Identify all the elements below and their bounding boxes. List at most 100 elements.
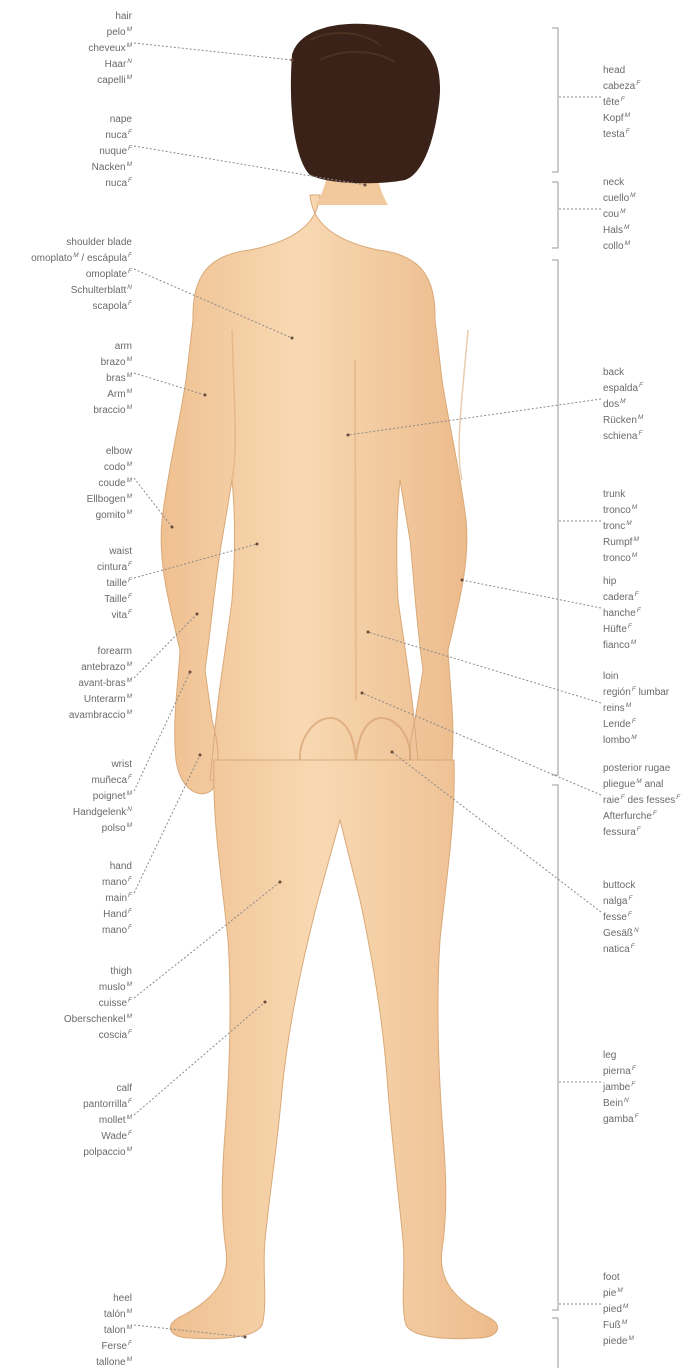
term-elbow-4: gomitoM bbox=[87, 506, 132, 522]
term-leg-3: BeinN bbox=[603, 1094, 639, 1110]
term-arm-2: brasM bbox=[93, 369, 132, 385]
term-neck-3: HalsM bbox=[603, 221, 636, 237]
term-trunk-1: troncoM bbox=[603, 501, 639, 517]
label-head: headcabezaFtêteFKopfMtestaF bbox=[603, 64, 640, 141]
term-loin-1: regiónF lumbar bbox=[603, 683, 669, 699]
term-trunk-0: trunk bbox=[603, 488, 639, 501]
term-hip-1: caderaF bbox=[603, 588, 641, 604]
term-trunk-3: RumpfM bbox=[603, 533, 639, 549]
bracket-lines bbox=[552, 28, 558, 1368]
term-leg-2: jambeF bbox=[603, 1078, 639, 1094]
term-hair-3: HaarN bbox=[88, 55, 132, 71]
term-thigh-4: cosciaF bbox=[64, 1026, 132, 1042]
term-hand-4: manoF bbox=[102, 921, 132, 937]
term-head-3: KopfM bbox=[603, 109, 640, 125]
term-arm-3: ArmM bbox=[93, 385, 132, 401]
term-head-2: têteF bbox=[603, 93, 640, 109]
term-posterior-rugae-0: posterior rugae bbox=[603, 762, 680, 775]
term-thigh-1: musloM bbox=[64, 978, 132, 994]
term-wrist-3: HandgelenkN bbox=[73, 803, 132, 819]
term-shoulder-blade-4: scapolaF bbox=[31, 297, 132, 313]
term-thigh-2: cuisseF bbox=[64, 994, 132, 1010]
term-hip-2: hancheF bbox=[603, 604, 641, 620]
term-hair-2: cheveuxM bbox=[88, 39, 132, 55]
term-forearm-4: avambraccioM bbox=[69, 706, 132, 722]
term-calf-4: polpaccioM bbox=[83, 1143, 132, 1159]
term-foot-4: piedeM bbox=[603, 1332, 634, 1348]
term-back-4: schienaF bbox=[603, 427, 643, 443]
term-wrist-4: polsoM bbox=[73, 819, 132, 835]
term-hand-1: manoF bbox=[102, 873, 132, 889]
term-forearm-0: forearm bbox=[69, 645, 132, 658]
term-posterior-rugae-4: fessuraF bbox=[603, 823, 680, 839]
term-wrist-2: poignetM bbox=[73, 787, 132, 803]
legs-shape bbox=[170, 760, 497, 1339]
term-hip-4: fiancoM bbox=[603, 636, 641, 652]
term-buttock-3: GesäßN bbox=[603, 924, 639, 940]
term-heel-2: talonM bbox=[96, 1321, 132, 1337]
term-forearm-1: antebrazoM bbox=[69, 658, 132, 674]
term-buttock-1: nalgaF bbox=[603, 892, 639, 908]
term-loin-0: loin bbox=[603, 670, 669, 683]
term-hair-4: capelliM bbox=[88, 71, 132, 87]
term-nape-3: NackenM bbox=[92, 158, 132, 174]
term-trunk-2: troncM bbox=[603, 517, 639, 533]
term-hand-0: hand bbox=[102, 860, 132, 873]
term-arm-1: brazoM bbox=[93, 353, 132, 369]
hair-shape bbox=[291, 24, 440, 184]
term-loin-4: lomboM bbox=[603, 731, 669, 747]
term-shoulder-blade-1: omoplatoM / escápulaF bbox=[31, 249, 132, 265]
term-buttock-0: buttock bbox=[603, 879, 639, 892]
term-heel-4: talloneM bbox=[96, 1353, 132, 1369]
term-neck-0: neck bbox=[603, 176, 636, 189]
term-hair-1: peloM bbox=[88, 23, 132, 39]
term-calf-1: pantorrillaF bbox=[83, 1095, 132, 1111]
term-calf-2: molletM bbox=[83, 1111, 132, 1127]
label-forearm: forearmantebrazoMavant-brasMUnterarmMava… bbox=[69, 645, 132, 722]
term-hip-0: hip bbox=[603, 575, 641, 588]
term-elbow-0: elbow bbox=[87, 445, 132, 458]
term-head-4: testaF bbox=[603, 125, 640, 141]
term-waist-4: vitaF bbox=[97, 606, 132, 622]
term-head-1: cabezaF bbox=[603, 77, 640, 93]
term-loin-2: reinsM bbox=[603, 699, 669, 715]
torso-shape bbox=[161, 195, 467, 794]
term-hand-3: HandF bbox=[102, 905, 132, 921]
term-shoulder-blade-2: omoplateF bbox=[31, 265, 132, 281]
term-back-3: RückenM bbox=[603, 411, 643, 427]
term-buttock-4: naticaF bbox=[603, 940, 639, 956]
term-wrist-1: muñecaF bbox=[73, 771, 132, 787]
term-waist-3: TailleF bbox=[97, 590, 132, 606]
term-thigh-3: OberschenkelM bbox=[64, 1010, 132, 1026]
term-hip-3: HüfteF bbox=[603, 620, 641, 636]
term-foot-0: foot bbox=[603, 1271, 634, 1284]
label-elbow: elbowcodoMcoudeMEllbogenMgomitoM bbox=[87, 445, 132, 522]
label-hand: handmanoFmainFHandFmanoF bbox=[102, 860, 132, 937]
term-nape-4: nucaF bbox=[92, 174, 132, 190]
term-elbow-1: codoM bbox=[87, 458, 132, 474]
term-waist-2: tailleF bbox=[97, 574, 132, 590]
term-calf-0: calf bbox=[83, 1082, 132, 1095]
term-back-0: back bbox=[603, 366, 643, 379]
term-nape-1: nucaF bbox=[92, 126, 132, 142]
term-buttock-2: fesseF bbox=[603, 908, 639, 924]
term-calf-3: WadeF bbox=[83, 1127, 132, 1143]
term-waist-1: cinturaF bbox=[97, 558, 132, 574]
term-neck-2: couM bbox=[603, 205, 636, 221]
